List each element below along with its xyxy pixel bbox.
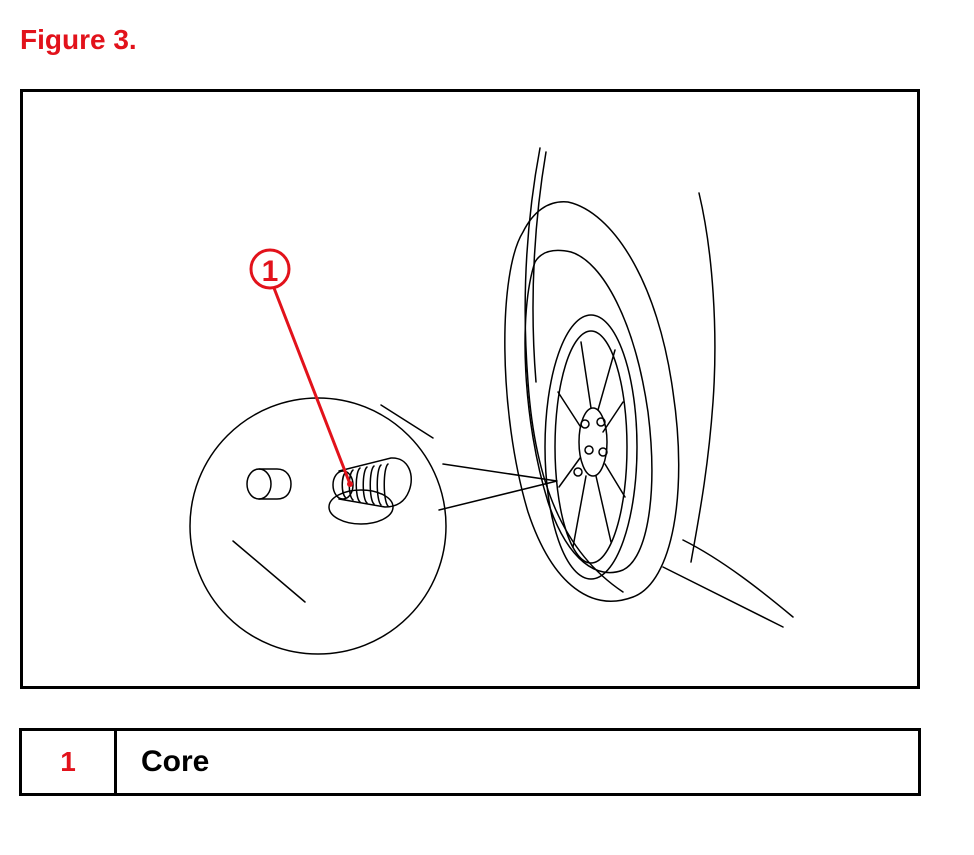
valve-stem-base bbox=[328, 489, 394, 525]
wheel-rim-outer bbox=[544, 314, 638, 580]
tire-outer bbox=[504, 201, 680, 602]
legend-row-number: 1 bbox=[22, 731, 117, 793]
legend-row-label: Core bbox=[141, 745, 210, 778]
wheel-spoke-8 bbox=[557, 391, 581, 427]
lug-nut bbox=[580, 419, 590, 429]
shade-line-2 bbox=[380, 404, 434, 439]
callout-leader-line bbox=[272, 287, 352, 485]
callout-number: 1 bbox=[262, 255, 279, 288]
magnifier-circle bbox=[189, 397, 447, 655]
wheel-spoke-7 bbox=[558, 457, 581, 488]
legend-table: 1 Core bbox=[19, 728, 921, 796]
valve-cap-body bbox=[258, 468, 292, 500]
lug-nut bbox=[584, 445, 594, 455]
valve-stem-opening bbox=[332, 470, 354, 500]
valve-stem-body bbox=[338, 457, 412, 508]
callout-circle-icon bbox=[249, 248, 291, 290]
magnifier-connector bbox=[438, 463, 558, 511]
fender-outer-line bbox=[524, 147, 624, 593]
illustration-frame: 1 bbox=[20, 89, 920, 689]
ground-line-2 bbox=[662, 566, 784, 628]
wheel-spoke-6 bbox=[572, 475, 587, 548]
wheel-spoke-1 bbox=[580, 341, 592, 409]
lug-nut bbox=[573, 467, 583, 477]
tire-inner bbox=[524, 249, 653, 574]
callout-1: 1 bbox=[249, 248, 353, 487]
wheel-spoke-5 bbox=[595, 475, 612, 543]
wheel-hub bbox=[578, 407, 608, 477]
wheel-rim-inner bbox=[554, 330, 628, 564]
wheel-spoke-3 bbox=[602, 401, 624, 433]
lug-nut bbox=[596, 417, 606, 427]
lug-nut bbox=[598, 447, 608, 457]
callout-target-dot bbox=[347, 481, 353, 487]
wheel-spoke-2 bbox=[597, 349, 616, 411]
valve-cap-end bbox=[246, 468, 272, 500]
body-side-line bbox=[690, 192, 716, 563]
fender-inner-line bbox=[532, 151, 547, 383]
figure-title: Figure 3. bbox=[20, 24, 137, 55]
wheel-spoke-4 bbox=[604, 463, 626, 498]
tire-valve-illustration: 1 bbox=[189, 147, 794, 655]
ground-line-1 bbox=[682, 539, 794, 618]
shade-line-1 bbox=[232, 540, 306, 603]
